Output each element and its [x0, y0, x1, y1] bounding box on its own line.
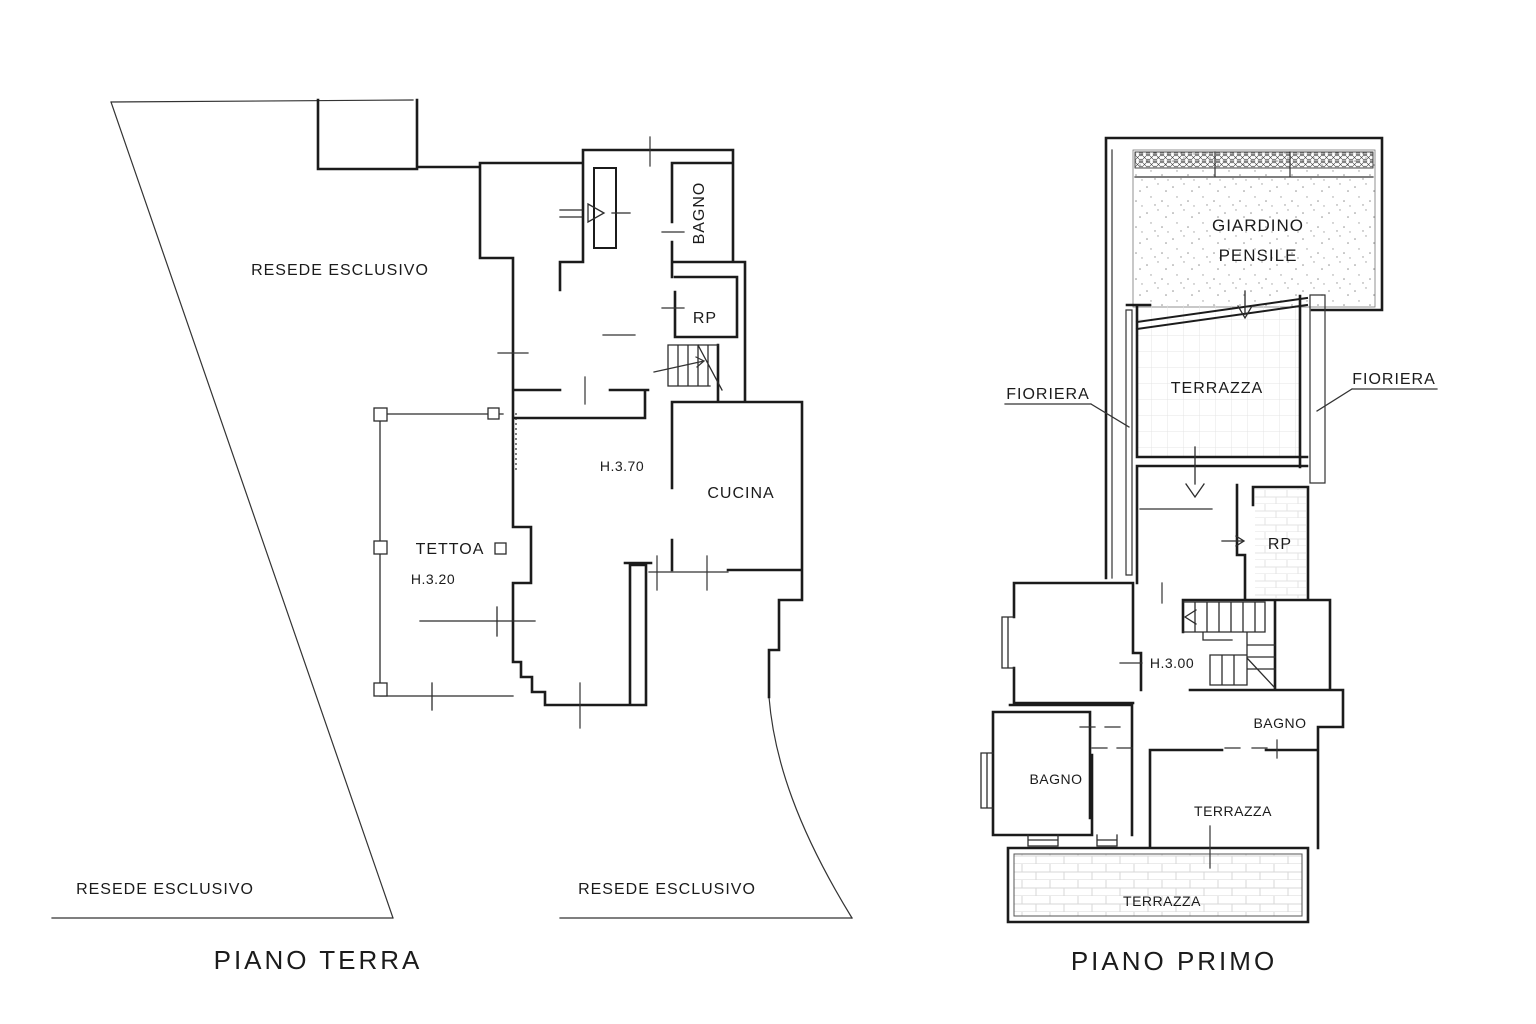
terrazza-bottom-brick-texture — [1013, 853, 1303, 917]
label-rp-first: RP — [1268, 536, 1292, 553]
giardino-stipple-texture — [1132, 149, 1376, 308]
garden-entry-arrow-icon — [1237, 290, 1253, 320]
rp-brick-texture — [1255, 489, 1306, 598]
label-terrazza-middle: TERRAZZA — [1194, 803, 1272, 819]
label-giardino: GIARDINO — [1212, 216, 1304, 235]
fioriera-left-leader — [1004, 403, 1130, 428]
label-resede-esclusivo-bottom-center: RESEDE ESCLUSIVO — [578, 881, 756, 898]
giardino-hatch-band — [1134, 151, 1374, 169]
tettoia-pillar — [487, 407, 500, 420]
window-left-room — [1001, 616, 1015, 669]
label-bagno-ground: BAGNO — [691, 182, 708, 245]
label-cucina: CUCINA — [707, 485, 774, 502]
door-window-ticks-first — [1079, 508, 1278, 869]
giardino-band-lines — [1134, 151, 1374, 178]
vestibule-inner-walls — [593, 167, 617, 249]
terrazza-grid-texture — [1138, 305, 1300, 457]
tettoia-pillar — [373, 407, 388, 422]
fioriera-left-strip — [1125, 309, 1133, 576]
site-boundary-curve — [768, 696, 853, 919]
door-window-ticks-ground — [497, 136, 729, 729]
stairs-ground-direction-arrow — [653, 356, 706, 373]
ground-floor-walls — [316, 98, 804, 707]
plan-piano-terra: RESEDE ESCLUSIVO RESEDE ESCLUSIVO RESEDE… — [51, 98, 853, 975]
tettoia-pillar — [494, 542, 507, 555]
label-bagno-right: BAGNO — [1253, 715, 1306, 731]
window-bagno-west — [980, 752, 994, 809]
first-floor-walls — [991, 136, 1384, 924]
stairs-first-floor — [1182, 601, 1276, 689]
fioriera-right-strip — [1309, 294, 1326, 484]
site-boundary-lines — [51, 99, 853, 919]
entrance-arrow-head-icon — [587, 202, 606, 224]
label-rp-ground: RP — [693, 310, 717, 327]
plan-title-piano-primo: PIANO PRIMO — [1071, 946, 1277, 976]
window-bagno-south — [1027, 834, 1059, 847]
label-terrazza-bottom: TERRAZZA — [1123, 893, 1201, 909]
label-resede-esclusivo-bottom-left: RESEDE ESCLUSIVO — [76, 881, 254, 898]
label-fioriera-left: FIORIERA — [1006, 386, 1090, 403]
plan-piano-primo: GIARDINO PENSILE TERRAZZA FIORIERA FIORI… — [980, 136, 1438, 976]
terrace-entry-arrow-icon — [1185, 446, 1205, 499]
label-tettoia: TETTOA — [416, 541, 485, 558]
tettoia-pillar — [373, 540, 388, 555]
label-pensile: PENSILE — [1219, 246, 1298, 265]
label-height-320: H.3.20 — [411, 571, 455, 587]
rp-entry-arrow-icon — [1221, 535, 1246, 547]
fioriera-right-leader — [1316, 388, 1438, 412]
stairs-direction-arrow-icon — [1183, 609, 1197, 625]
plan-title-piano-terra: PIANO TERRA — [214, 945, 423, 975]
label-terrazza-upper: TERRAZZA — [1171, 380, 1263, 397]
window-corridor-south — [1096, 834, 1118, 847]
tettoia-structure — [379, 413, 536, 711]
entrance-arrow-icon — [559, 209, 631, 218]
label-fioriera-right: FIORIERA — [1352, 371, 1436, 388]
label-height-370: H.3.70 — [600, 458, 644, 474]
label-bagno-left: BAGNO — [1029, 771, 1082, 787]
label-height-300: H.3.00 — [1150, 655, 1194, 671]
sloped-wall — [1135, 296, 1309, 331]
tettoia-pillar — [373, 682, 388, 697]
label-resede-esclusivo-top: RESEDE ESCLUSIVO — [251, 262, 429, 279]
